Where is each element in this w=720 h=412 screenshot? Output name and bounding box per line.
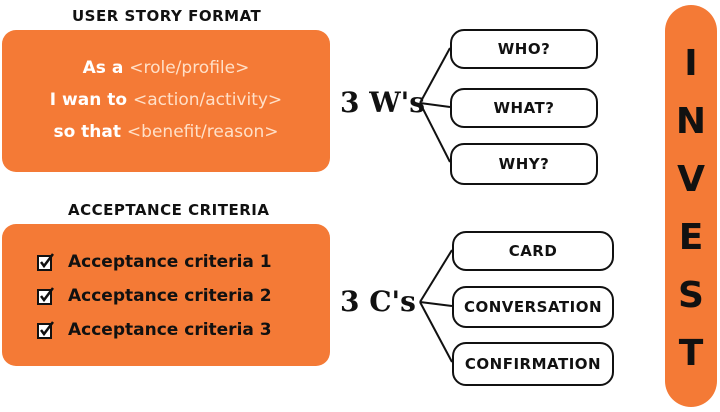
pill-conversation: CONVERSATION: [452, 286, 614, 328]
user-story-heading: USER STORY FORMAT: [72, 7, 262, 25]
story-line-3-text: so that: [53, 122, 127, 142]
invest-letter-s: S: [678, 275, 704, 316]
checkbox-icon: [37, 253, 54, 271]
story-line-2-placeholder: <action/activity>: [132, 90, 283, 110]
invest-letter-t: T: [678, 333, 704, 374]
criteria-label-1: Acceptance criteria 1: [68, 252, 272, 272]
three-cs-label: 3 C's: [340, 285, 416, 318]
story-line-3: so that <benefit/reason>: [2, 122, 330, 142]
criteria-label-2: Acceptance criteria 2: [68, 286, 272, 306]
user-story-panel: As a <role/profile> I wan to <action/act…: [2, 30, 330, 172]
acceptance-heading: ACCEPTANCE CRITERIA: [68, 201, 270, 219]
pill-what: WHAT?: [450, 88, 598, 128]
acceptance-panel: Acceptance criteria 1 Acceptance criteri…: [2, 224, 330, 366]
connector-card: [419, 249, 453, 303]
pill-confirmation: CONFIRMATION: [452, 342, 614, 386]
invest-letter-i: I: [684, 43, 698, 84]
connector-confirmation: [419, 301, 453, 363]
connector-conversation: [419, 301, 453, 307]
invest-column: I N V E S T: [665, 5, 717, 407]
criteria-item-1: Acceptance criteria 1: [36, 252, 272, 272]
story-line-1-text: As a: [82, 58, 130, 78]
story-line-2-text: I wan to: [49, 90, 133, 110]
invest-letter-e: E: [678, 217, 704, 258]
story-line-1: As a <role/profile>: [2, 58, 330, 78]
checkbox-icon: [37, 321, 54, 339]
checkbox-icon: [37, 287, 54, 305]
criteria-item-3: Acceptance criteria 3: [36, 320, 272, 340]
criteria-label-3: Acceptance criteria 3: [68, 320, 272, 340]
pill-why: WHY?: [450, 143, 598, 185]
pill-who: WHO?: [450, 29, 598, 69]
pill-card: CARD: [452, 231, 614, 271]
story-line-3-placeholder: <benefit/reason>: [126, 122, 279, 142]
invest-letter-v: V: [677, 159, 705, 200]
story-line-2: I wan to <action/activity>: [2, 90, 330, 110]
three-ws-label: 3 W's: [340, 86, 426, 119]
invest-letter-n: N: [675, 101, 707, 142]
story-line-1-placeholder: <role/profile>: [129, 58, 250, 78]
criteria-item-2: Acceptance criteria 2: [36, 286, 272, 306]
